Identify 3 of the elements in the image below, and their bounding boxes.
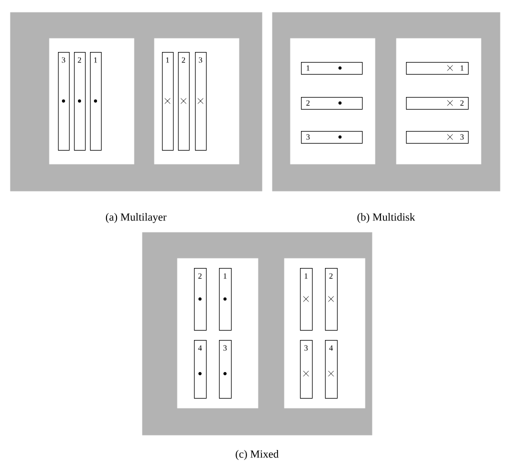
panel-label: (a) Multilayer <box>106 213 166 223</box>
panel-label: (c) Mixed <box>236 450 279 460</box>
panel-label: (b) Multidisk <box>357 213 416 223</box>
